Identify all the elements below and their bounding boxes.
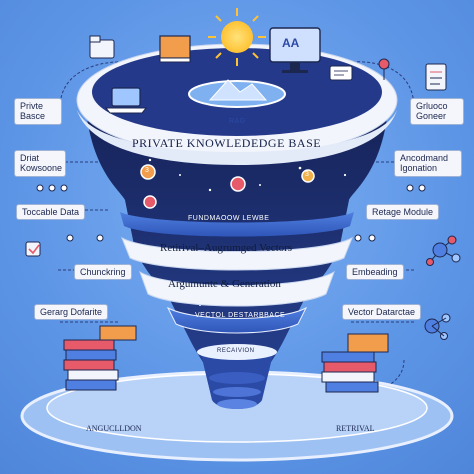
connector-dots: [36, 184, 426, 242]
band-augment-generation-label: Argumunte & Generation: [168, 278, 281, 290]
base-left-label: ANGUCLLDON: [86, 424, 142, 433]
label-general-default: Gerarg Dofarite: [34, 304, 109, 321]
band-retrieval-vectors-label: Retirival–Augrumged Vectors: [160, 242, 293, 254]
folder-icon: [89, 35, 115, 59]
label-embedding: Embeading: [346, 264, 404, 281]
rag-badge: RAG: [229, 118, 246, 125]
sun-icon: [208, 8, 266, 66]
coin-icons: [140, 164, 315, 209]
funnel-body: [85, 100, 389, 409]
laptop-icon: [104, 87, 148, 114]
label-vector-database: Vector Datarctae: [342, 304, 422, 321]
label-retage-module: Retage Module: [366, 204, 440, 221]
coin-number-2: 3: [305, 171, 309, 178]
pin-icon: [378, 58, 390, 80]
stacked-books-right: [321, 333, 389, 393]
network-node-icon: [426, 235, 461, 266]
band-fundamentals-label: FUNDMAOOW LEWBE: [188, 215, 270, 222]
monitor-screen-text: AA: [282, 36, 300, 50]
label-traceable-data: Toccable Data: [16, 204, 86, 221]
top-ring: [76, 43, 398, 165]
stacked-books-left: [63, 325, 137, 391]
book-icon: [159, 35, 191, 63]
knowledge-base-title: PRIVATE KNOWLEDEDGE BASE: [132, 136, 322, 150]
coin-number: 3: [145, 167, 149, 174]
network-node-icon-2: [424, 313, 451, 340]
label-chunking: Chunckring: [74, 264, 132, 281]
monitor-icon: [269, 27, 321, 73]
checkbox-icon: [25, 241, 41, 257]
clipboard-icon: [425, 63, 447, 91]
band-vector-database-label: VECTOL DESTARBBACE: [195, 312, 286, 319]
document-icon: [329, 65, 353, 81]
base-right-label: RETRIVAL: [336, 424, 375, 433]
band-rings: [120, 212, 354, 334]
funnel-tip-label: RECAIVION: [217, 348, 255, 354]
